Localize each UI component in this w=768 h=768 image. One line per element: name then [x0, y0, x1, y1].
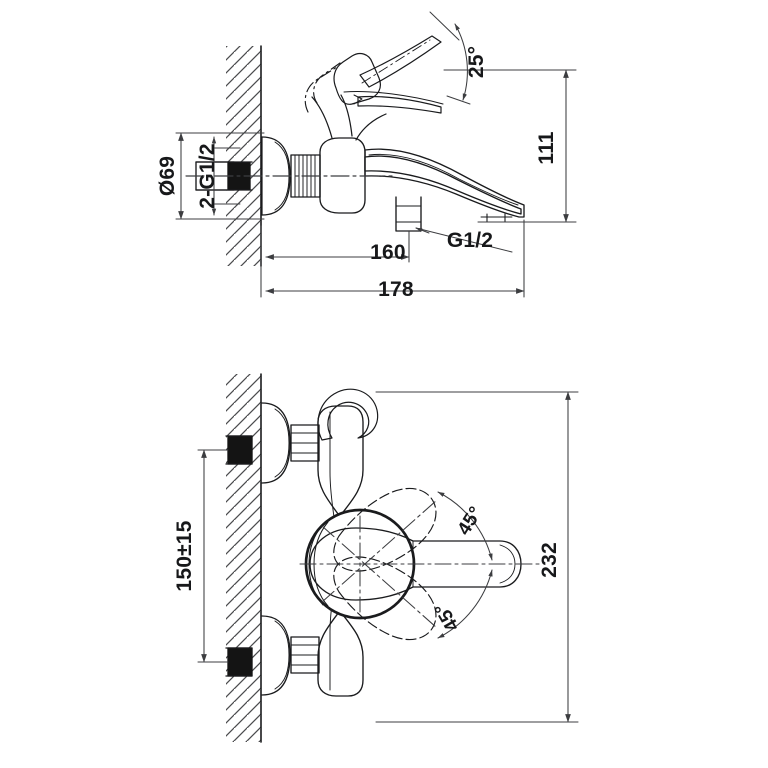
- label-spacing-150: 150±15: [173, 520, 196, 591]
- label-2-g12: 2-G1/2: [196, 143, 219, 208]
- dimensions-front-view: [197, 391, 579, 723]
- inlet-connector-upper: [225, 402, 320, 484]
- label-length-178: 178: [378, 278, 414, 301]
- label-angle-25: 25°: [465, 46, 488, 78]
- label-length-160: 160: [370, 241, 406, 264]
- lever-phantom-positions: [333, 487, 437, 641]
- wall-section-top: [226, 45, 262, 267]
- lever-handle-top: [304, 35, 444, 114]
- faucet-body-top: [311, 94, 525, 232]
- centerlines-front: [299, 499, 541, 629]
- label-outlet-g12: G1/2: [447, 229, 493, 252]
- label-height-111: 111: [535, 131, 558, 164]
- label-height-232: 232: [538, 542, 561, 578]
- dimensions-top-view: [175, 11, 577, 298]
- view-front-elevation: [225, 373, 541, 743]
- label-dia69: Ø69: [156, 156, 179, 196]
- wall-section-bottom: [226, 373, 262, 743]
- label-angle-45-bottom: 45°: [431, 599, 464, 635]
